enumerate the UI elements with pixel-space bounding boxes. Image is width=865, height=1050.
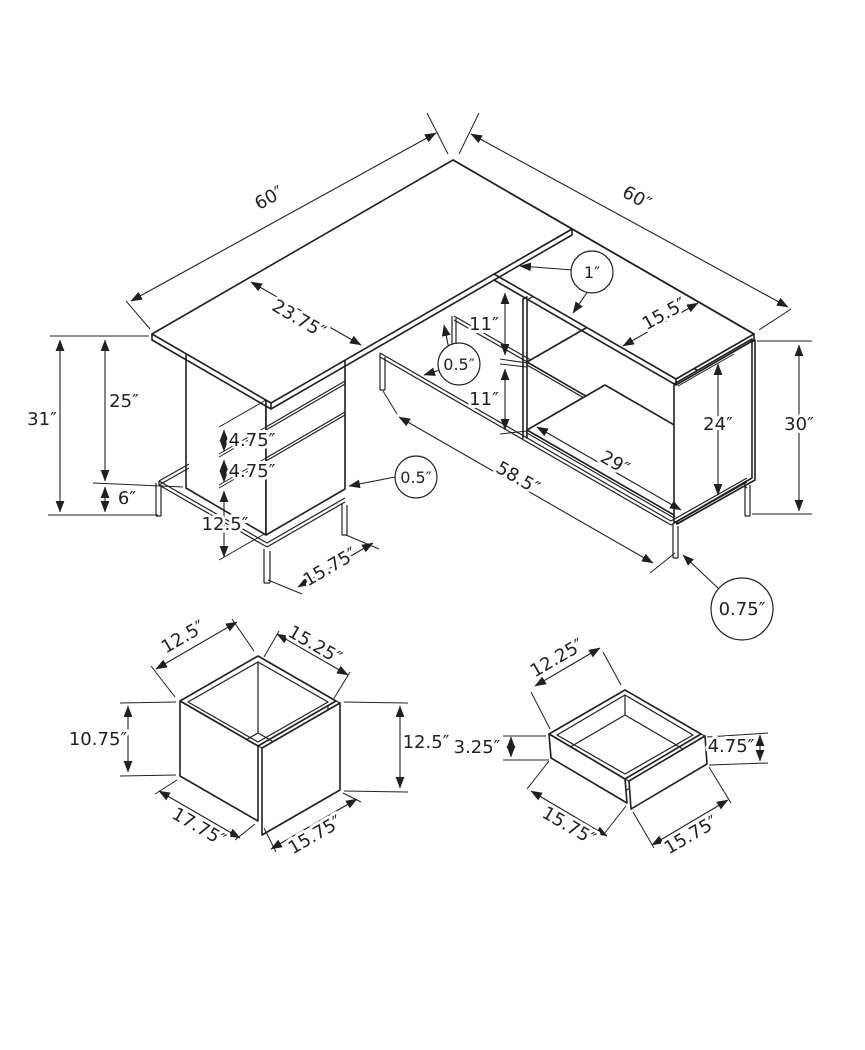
- drawer-box-body: [179, 655, 341, 836]
- dim-label-frame-span: 58.5″: [492, 457, 543, 499]
- dim-label-tray-top-left: 12.25″: [527, 634, 588, 681]
- callout-leg-thickness: 0.75″: [682, 554, 774, 641]
- dim-label-box-top-right: 15.25″: [284, 622, 345, 669]
- dim-label-drawer-large: 12.5″: [202, 514, 249, 535]
- dim-label-overall-height: 31″: [27, 409, 57, 430]
- dim-label-shelf-thickness: 0.5″: [443, 355, 474, 374]
- dim-label-box-top-left: 12.5″: [158, 616, 209, 658]
- dim-shelf-gap-top: 11″: [466, 292, 528, 364]
- dim-floor-clearance: 6″: [100, 485, 139, 513]
- dim-label-shelf-gap-top: 11″: [469, 314, 499, 335]
- dim-label-tray-side-height: 3.25″: [454, 737, 501, 758]
- dim-label-unit-inner-height: 24″: [703, 414, 733, 435]
- dim-label-tray-bottom-left: 15.75″: [538, 803, 599, 850]
- dim-label-tray-bottom-right: 15.75″: [661, 811, 722, 858]
- dim-label-cabinet-width: 15.75″: [300, 543, 361, 590]
- dim-drawer-fronts: 4.75″ 4.75″ 12.5″: [199, 399, 279, 561]
- dim-label-leg-thickness: 0.75″: [719, 599, 766, 620]
- dim-cabinet-drop: 25″: [92, 339, 184, 488]
- dim-label-drawer-small-2: 4.75″: [229, 461, 276, 482]
- callout-top-thickness: 1″: [519, 250, 614, 314]
- callout-shelf-thickness: 0.5″: [423, 324, 481, 386]
- dim-label-box-front-height: 12.5″: [403, 732, 450, 753]
- dim-label-box-side-height: 10.75″: [69, 729, 128, 750]
- dim-label-left-length: 60″: [251, 182, 287, 215]
- dim-label-drawer-front-thickness: 0.5″: [400, 468, 431, 487]
- callout-drawer-front-thickness: 0.5″: [348, 455, 438, 499]
- dim-label-box-bottom-right: 15.75″: [285, 811, 346, 858]
- drawer-box-figure: 12.5″ 15.25″ 10.75″ 12.5″ 17.75″ 15.75″: [66, 613, 453, 862]
- dim-overall-height: 31″: [24, 335, 158, 516]
- right-frame-legs: [379, 355, 751, 559]
- dim-label-box-bottom-left: 17.75″: [168, 804, 229, 851]
- drawer-tray-figure: 12.25″ 3.25″ 4.75″ 15.75″ 15.75″: [451, 631, 769, 862]
- dim-label-drawer-small-1: 4.75″: [229, 430, 276, 451]
- dim-label-tray-front-height: 4.75″: [708, 736, 755, 757]
- dim-cabinet-width: 15.75″: [267, 534, 380, 595]
- dim-label-shelf-gap-bottom: 11″: [469, 389, 499, 410]
- dim-label-floor-clearance: 6″: [118, 488, 136, 509]
- dim-label-right-length: 60″: [619, 182, 655, 215]
- dim-unit-height: 30″: [752, 340, 817, 515]
- left-frame: [155, 463, 348, 584]
- dim-label-unit-height: 30″: [784, 414, 814, 435]
- dim-label-cabinet-drop: 25″: [109, 391, 139, 412]
- dim-label-top-thickness: 1″: [584, 263, 600, 282]
- dim-unit-inner-height: 24″: [675, 353, 736, 525]
- drawer-tray-body: [548, 689, 708, 810]
